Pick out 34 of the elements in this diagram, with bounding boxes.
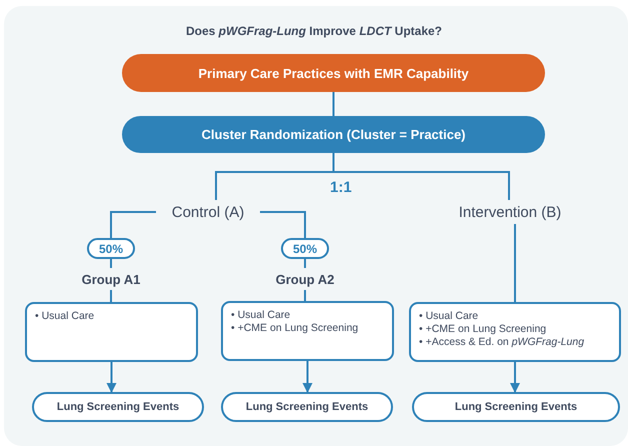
connector-line: [332, 153, 510, 200]
group-label: Group A1: [76, 268, 146, 290]
bullet-item: • Usual Care: [35, 310, 94, 323]
bullet-item: • Usual Care: [419, 310, 480, 323]
arm-box: [409, 302, 621, 362]
arm-box: [25, 302, 198, 362]
group-label: Group A2: [270, 268, 340, 290]
process-pill: Cluster Randomization (Cluster = Practice): [122, 116, 545, 153]
connector-line: [260, 211, 306, 238]
diagram-title: Does pWGFrag-Lung Improve LDCT Uptake?: [184, 24, 444, 38]
connector-line: [304, 290, 306, 301]
connector-line: [514, 224, 516, 302]
connector-line: [110, 259, 112, 268]
connector-line: [110, 290, 112, 302]
bullet-item: • Usual Care: [231, 309, 292, 322]
arm-label: Intervention (B): [440, 200, 580, 224]
ratio-badge: 50%: [281, 238, 329, 259]
bullet-item: • +Access & Ed. on pWGFrag-Lung: [419, 336, 584, 349]
arm-box: [221, 301, 394, 361]
process-pill: Primary Care Practices with EMR Capability: [122, 54, 545, 92]
ratio-badge: 50%: [87, 238, 135, 259]
ratio-label: 1:1: [330, 179, 352, 196]
connector-line: [332, 92, 334, 116]
outcome-pill: Lung Screening Events: [32, 392, 204, 422]
connector-line: [304, 259, 306, 268]
bullet-item: • +CME on Lung Screening: [419, 323, 548, 336]
arrow: [510, 362, 520, 393]
outcome-pill: Lung Screening Events: [412, 392, 620, 422]
arrow: [106, 362, 116, 393]
bullet-item: • +CME on Lung Screening: [231, 322, 358, 335]
arrow: [302, 361, 312, 393]
arm-label: Control (A): [160, 200, 256, 224]
connector-line: [110, 211, 156, 238]
outcome-pill: Lung Screening Events: [221, 392, 393, 422]
